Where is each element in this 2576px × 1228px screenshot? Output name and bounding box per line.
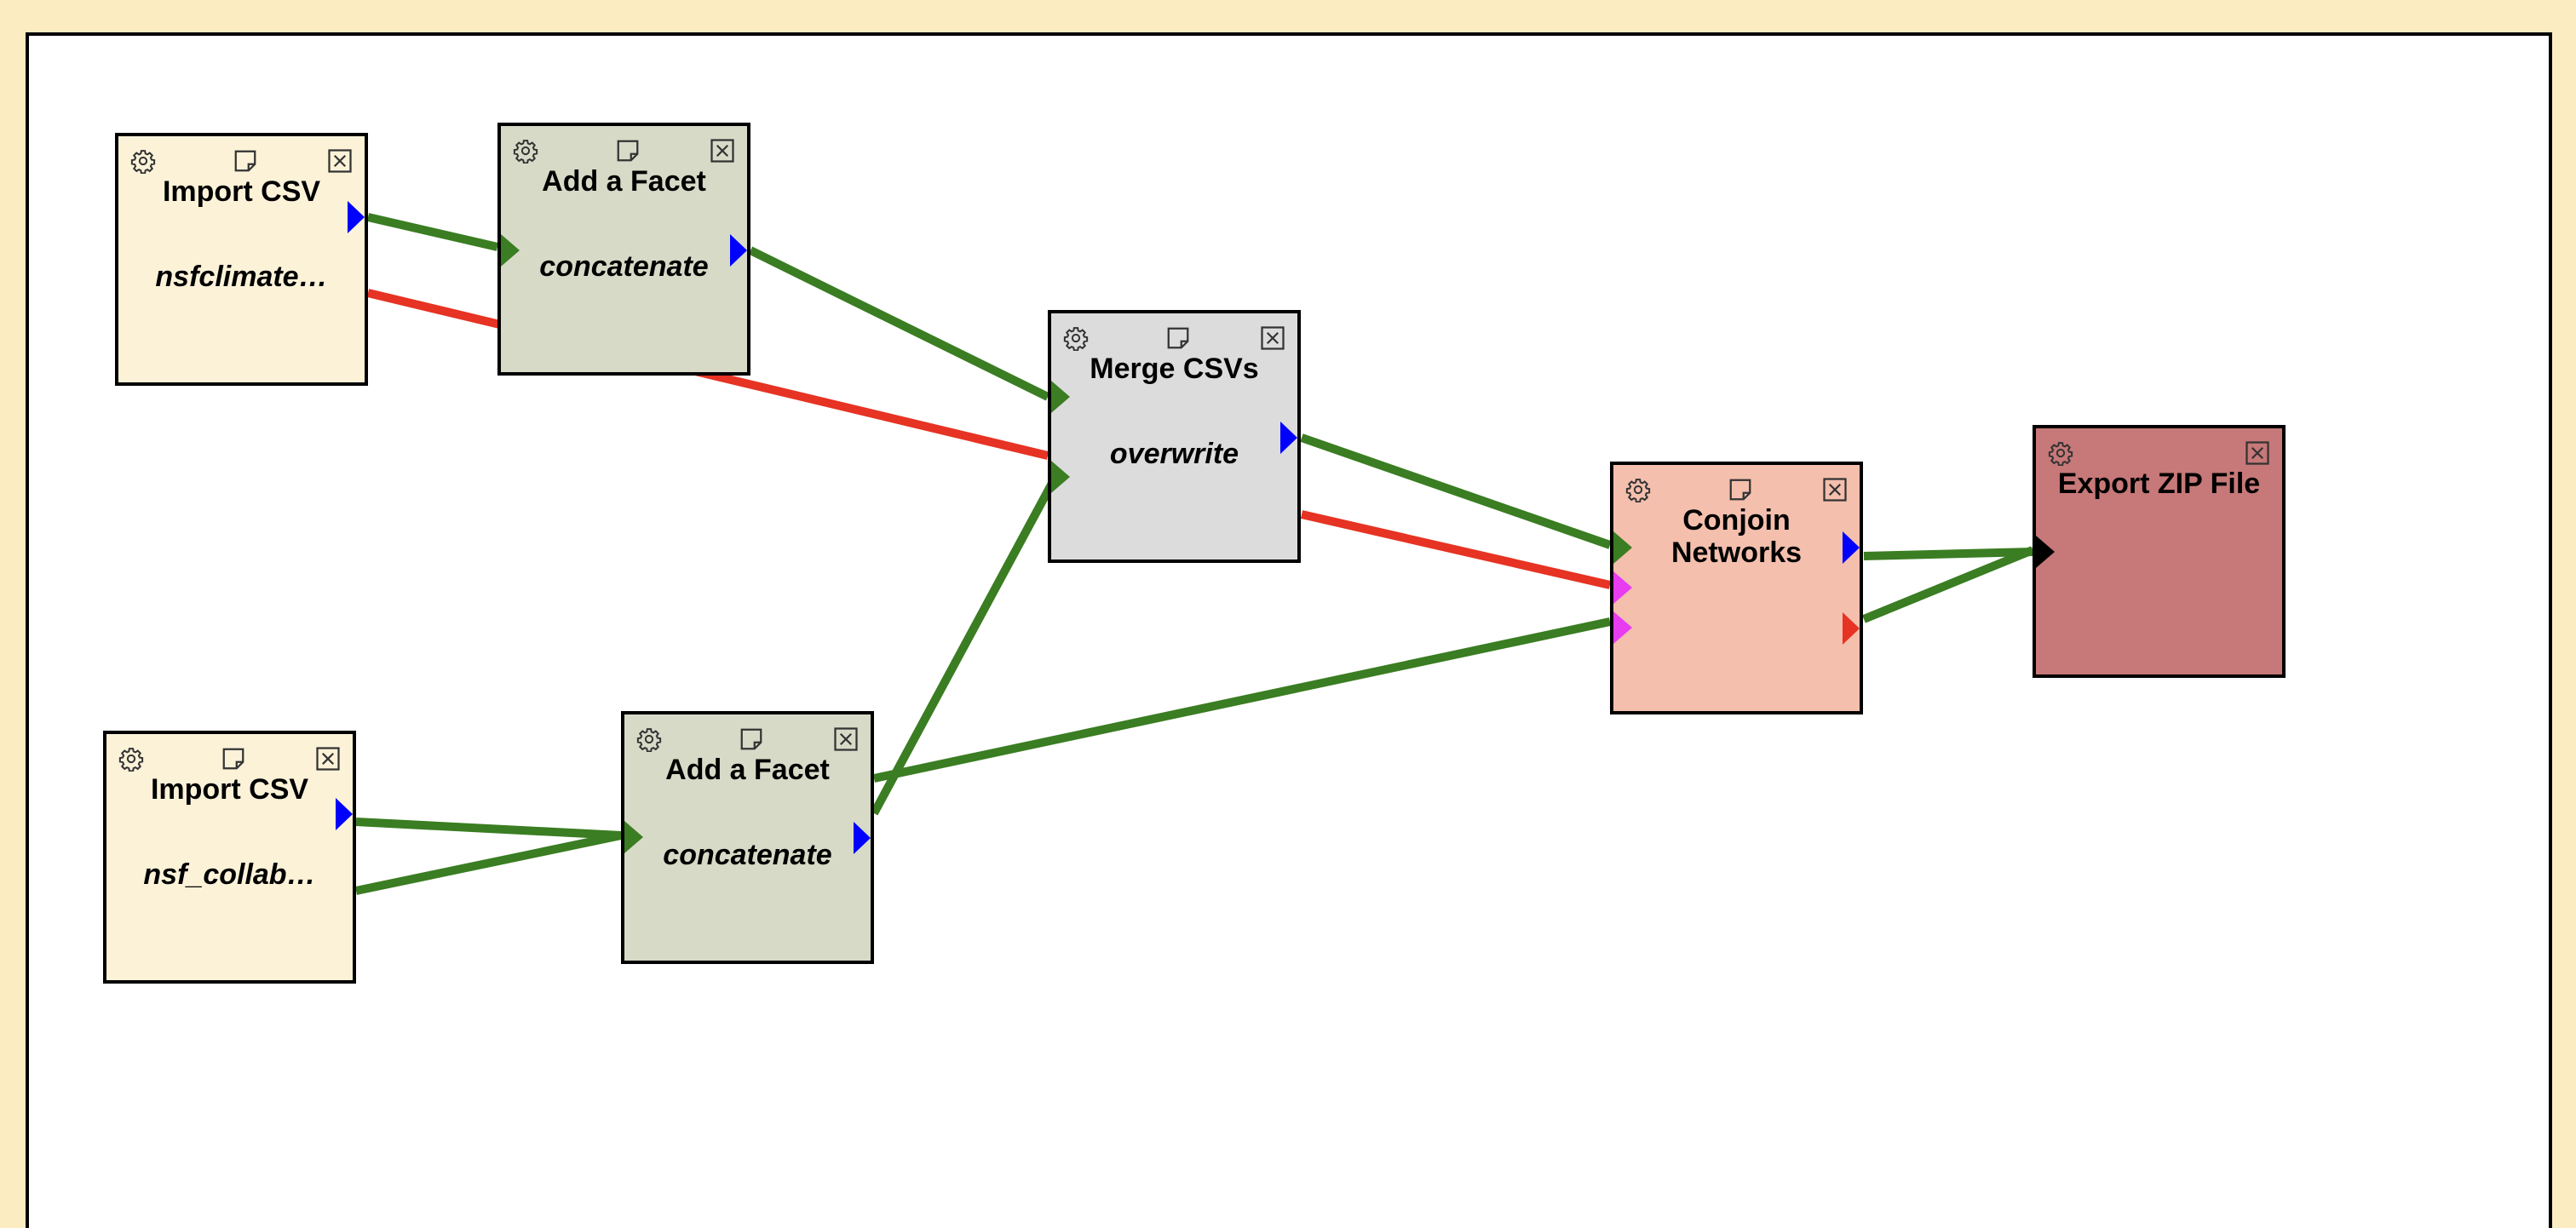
node-title: Import CSV [150,773,309,806]
node-title: Merge CSVs [1090,353,1259,385]
gear-icon[interactable] [1625,477,1651,503]
input-port[interactable] [1613,571,1632,604]
output-port[interactable] [730,234,747,267]
node-toolbar [2036,440,2282,467]
wire-facet1-to-merge[interactable] [748,246,1050,401]
input-port[interactable] [1051,461,1070,493]
node-title: Import CSV [162,175,321,208]
wire-merge-to-conjoin-green[interactable] [1300,433,1612,549]
close-icon[interactable] [833,726,859,752]
input-port[interactable] [1613,531,1632,564]
output-port[interactable] [1843,531,1860,564]
gear-icon[interactable] [1063,325,1089,352]
node-import-csv-1[interactable]: Import CSV nsfclimate… [115,133,368,386]
close-icon[interactable] [2245,440,2270,466]
node-parameter: nsf_collab… [143,858,316,891]
gear-icon[interactable] [513,138,538,164]
input-port[interactable] [624,821,643,853]
output-port[interactable] [348,201,365,233]
close-icon[interactable] [1822,477,1848,502]
node-add-facet-1[interactable]: Add a Facet concatenate [497,123,750,376]
note-icon[interactable] [1728,477,1753,502]
output-port[interactable] [1843,612,1860,645]
close-icon[interactable] [315,746,341,772]
node-title: Add a Facet [665,754,830,786]
output-port[interactable] [336,798,353,830]
wire-import2-to-facet2-b[interactable] [354,831,623,895]
node-add-facet-2[interactable]: Add a Facet concatenate [621,711,874,964]
note-icon[interactable] [739,726,764,752]
node-parameter: nsfclimate… [155,261,328,293]
note-icon[interactable] [615,138,641,164]
node-export-zip[interactable]: Export ZIP File [2033,425,2286,678]
node-toolbar [118,148,365,175]
node-toolbar [106,746,353,772]
wire-import2-to-facet2-a[interactable] [355,818,622,840]
wire-import1-to-facet1[interactable] [366,213,499,251]
node-parameter: concatenate [539,250,709,283]
node-merge-csvs[interactable]: Merge CSVs overwrite [1048,310,1301,563]
wire-facet2-to-conjoin[interactable] [872,617,1612,783]
node-title-line: Conjoin [1682,504,1791,537]
node-parameter: concatenate [663,839,832,871]
close-icon[interactable] [1260,325,1285,351]
input-port[interactable] [2036,536,2055,568]
node-toolbar [1613,477,1860,503]
node-title: Export ZIP File [2057,468,2261,500]
wire-conjoin-to-export-a[interactable] [1863,548,2033,560]
gear-icon[interactable] [130,148,156,175]
note-icon[interactable] [221,746,246,772]
node-title: Add a Facet [542,165,706,198]
input-port[interactable] [1051,381,1070,413]
node-toolbar [624,726,871,753]
gear-icon[interactable] [2048,440,2073,467]
node-toolbar [501,138,747,164]
gear-icon[interactable] [636,726,662,753]
wire-facet2-to-merge[interactable] [870,474,1060,816]
node-toolbar [1051,325,1297,352]
wire-conjoin-to-export-b[interactable] [1862,546,2034,623]
close-icon[interactable] [327,148,353,174]
input-port[interactable] [501,234,520,267]
note-icon[interactable] [1165,325,1191,351]
node-import-csv-2[interactable]: Import CSV nsf_collab… [103,731,356,984]
gear-icon[interactable] [118,746,144,772]
input-port[interactable] [1613,611,1632,644]
output-port[interactable] [854,822,871,854]
output-port[interactable] [1280,422,1297,454]
node-parameter: overwrite [1109,438,1239,470]
wire-merge-to-conjoin-red[interactable] [1300,510,1612,589]
note-icon[interactable] [233,148,258,174]
node-title-line: Networks [1670,537,1803,569]
close-icon[interactable] [710,138,735,164]
